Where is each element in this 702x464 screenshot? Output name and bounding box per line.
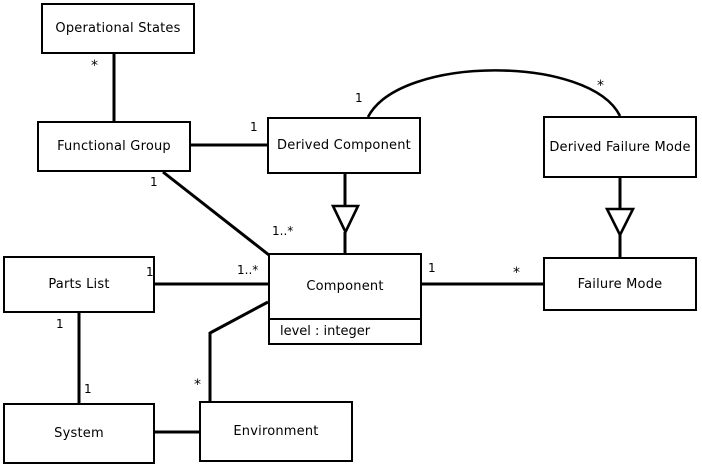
uml-class-component[interactable]: Component level : integer [268,253,422,345]
class-name-derived-component: Derived Component [277,138,411,153]
generalization-triangle-component [330,204,361,236]
class-name-derived-failure-mode: Derived Failure Mode [549,139,691,155]
edge-derived-component-derived-failure-mode [366,69,622,118]
class-name-failure-mode: Failure Mode [577,276,663,292]
uml-class-derived-failure-mode[interactable]: Derived Failure Mode [543,116,697,178]
class-name-operational-states: Operational States [55,21,181,36]
class-name-system: System [54,426,104,441]
uml-class-derived-component[interactable]: Derived Component [267,117,421,174]
class-name-parts-list: Parts List [48,277,110,292]
uml-class-operational-states[interactable]: Operational States [41,3,195,54]
uml-class-functional-group[interactable]: Functional Group [37,121,191,172]
multiplicity-derived-component-arc: 1 [355,91,363,105]
uml-class-parts-list[interactable]: Parts List [3,256,155,313]
uml-class-system[interactable]: System [3,403,155,464]
multiplicity-component-failure-mode-source: 1 [428,261,436,275]
multiplicity-parts-list-component-source: 1 [146,265,154,279]
multiplicity-parts-list-system-source: 1 [56,317,64,331]
multiplicity-component-functional-group: 1..* [272,224,294,238]
edge-component-environment-diagonal [209,300,269,335]
generalization-triangle-failure-mode [604,207,636,238]
multiplicity-functional-group-component: 1 [150,175,158,189]
class-attribute-component-level: level : integer [270,318,420,343]
multiplicity-component-failure-mode-target: * [513,265,520,281]
multiplicity-parts-list-component-target: 1..* [237,263,259,277]
class-name-environment: Environment [233,424,319,439]
multiplicity-operational-states: * [91,58,98,74]
class-name-functional-group: Functional Group [57,139,171,154]
multiplicity-functional-group-derived-component: 1 [250,120,258,134]
multiplicity-parts-list-system-target: 1 [84,382,92,396]
uml-class-environment[interactable]: Environment [199,401,353,462]
multiplicity-derived-failure-mode-arc: * [597,78,604,94]
multiplicity-component-environment: * [194,377,201,393]
edge-functional-group-component [162,170,270,257]
class-name-component: Component [306,279,384,294]
uml-class-failure-mode[interactable]: Failure Mode [543,257,697,311]
